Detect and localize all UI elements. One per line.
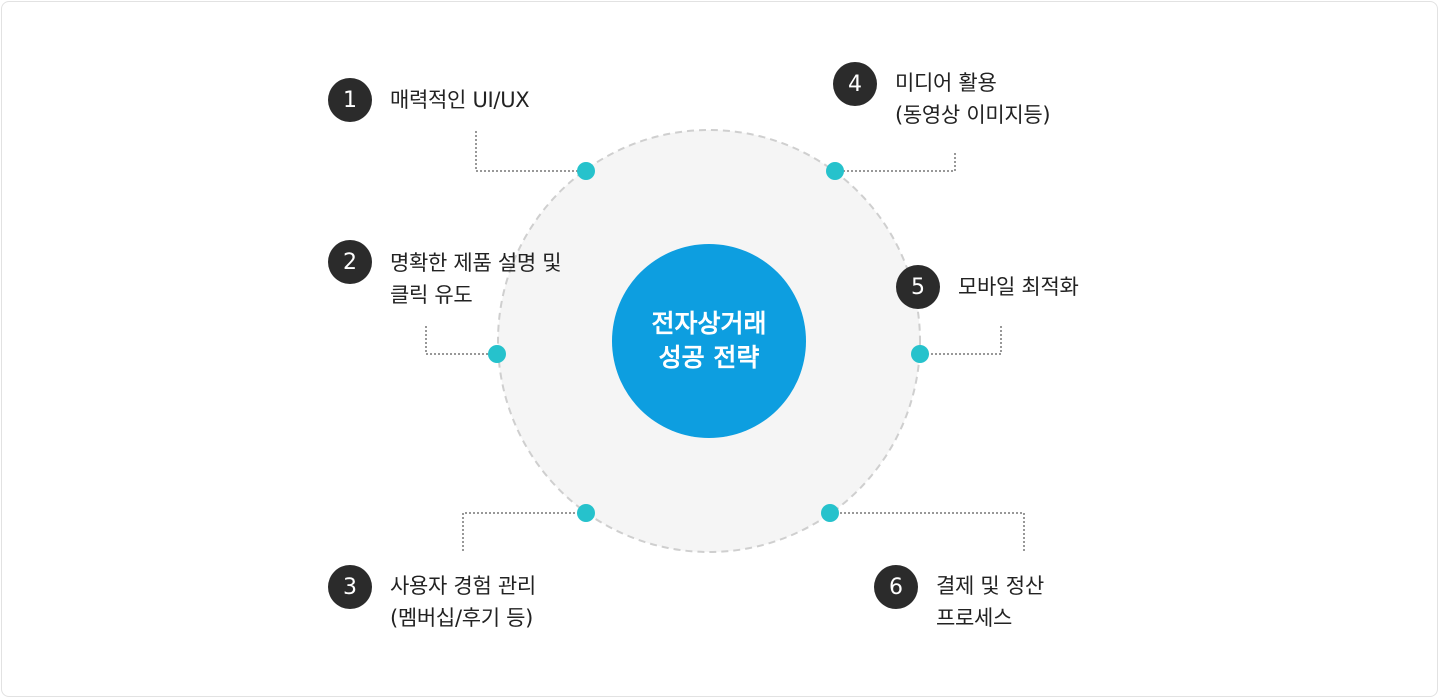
step-3-number-badge: 3: [328, 565, 372, 609]
node-6: [821, 504, 839, 522]
connector-4: [835, 153, 956, 172]
connector-1: [475, 131, 586, 172]
step-1-label: 매력적인 UI/UX: [390, 88, 530, 112]
step-2-number-badge: 2: [328, 240, 372, 284]
step-4: 4 미디어 활용 (동영상 이미지등): [833, 62, 1051, 131]
node-5: [911, 345, 929, 363]
step-6-number-badge: 6: [874, 565, 918, 609]
step-3-label: 사용자 경험 관리 (멤버십/후기 등): [390, 574, 536, 630]
step-4-number-badge: 4: [833, 62, 877, 106]
center-label: 전자상거래 성공 전략: [651, 309, 767, 372]
node-3: [577, 504, 595, 522]
step-1-number-badge: 1: [328, 78, 372, 122]
connector-3: [462, 512, 586, 551]
node-2: [488, 345, 506, 363]
connector-6: [830, 512, 1025, 551]
connector-5: [920, 326, 1002, 355]
step-4-label: 미디어 활용 (동영상 이미지등): [895, 71, 1051, 127]
center-circle: [612, 244, 806, 438]
step-5-label: 모바일 최적화: [958, 275, 1079, 299]
step-5: 5 모바일 최적화: [896, 265, 1079, 309]
step-6-label: 결제 및 정산 프로세스: [936, 574, 1044, 630]
node-4: [826, 162, 844, 180]
node-1: [577, 162, 595, 180]
step-5-number-badge: 5: [896, 265, 940, 309]
connector-2: [425, 326, 497, 355]
step-6: 6 결제 및 정산 프로세스: [874, 565, 1044, 634]
step-2-label: 명확한 제품 설명 및 클릭 유도: [390, 251, 562, 307]
step-1: 1 매력적인 UI/UX: [328, 78, 530, 122]
step-2: 2 명확한 제품 설명 및 클릭 유도: [328, 240, 562, 311]
step-3: 3 사용자 경험 관리 (멤버십/후기 등): [328, 565, 536, 634]
